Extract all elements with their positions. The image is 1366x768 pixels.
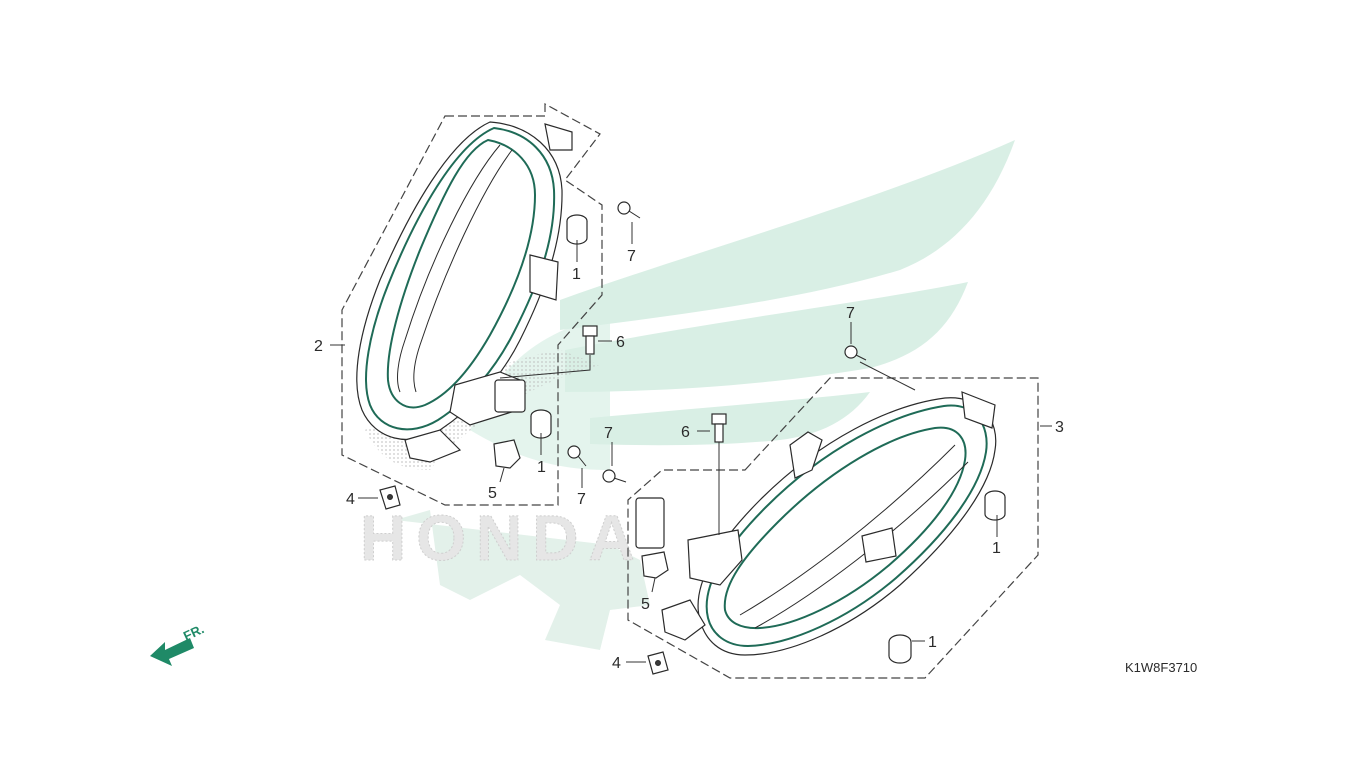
leader-lines <box>330 222 1052 663</box>
left-mid-screw <box>567 445 587 467</box>
wing-feather-3 <box>590 392 870 446</box>
callout-left-bolt: 6 <box>616 334 625 351</box>
right-lower-cap <box>888 634 912 664</box>
right-lower-foot <box>661 599 706 641</box>
callout-center-screw: 7 <box>604 425 613 442</box>
right-socket <box>641 551 669 579</box>
right-lens-inner <box>723 426 967 630</box>
right-top-clip <box>789 431 823 479</box>
front-arrow-icon <box>150 638 194 666</box>
right-nut-hole <box>655 660 661 666</box>
callout-right-socket: 5 <box>641 596 650 613</box>
drawing-code: K1W8F3710 <box>1125 660 1197 675</box>
right-lens-housing <box>697 397 997 656</box>
left-lower-cap <box>530 409 552 439</box>
right-lens-strip-2 <box>754 461 969 629</box>
callout-right-screw-top: 7 <box>846 305 855 322</box>
left-assembly-boundary <box>341 102 603 506</box>
callout-left-nut: 4 <box>346 491 355 508</box>
left-lens-strip-2 <box>413 149 513 393</box>
front-label: FR. <box>181 621 206 643</box>
right-bracket <box>687 529 743 586</box>
left-lens-inner <box>386 139 536 409</box>
callout-right-assembly: 3 <box>1055 419 1064 436</box>
gear-watermark <box>395 510 650 650</box>
left-turn-signal-assembly <box>341 102 603 506</box>
right-side-clip <box>861 527 897 563</box>
callout-left-cap-lower: 1 <box>537 459 546 476</box>
wing-base <box>470 315 610 470</box>
front-direction-indicator: FR. <box>150 621 206 666</box>
callout-left-cap-upper: 1 <box>572 266 581 283</box>
honda-wing-watermark <box>470 140 1015 470</box>
left-socket <box>493 439 521 469</box>
right-assembly-boundary <box>627 377 1039 679</box>
wing-feather-1 <box>560 140 1015 330</box>
right-turn-signal-assembly <box>627 377 1039 679</box>
wing-feather-2 <box>565 282 968 392</box>
callout-left-assembly: 2 <box>314 338 323 355</box>
left-clip <box>529 254 559 301</box>
callout-right-cap-lower: 1 <box>928 634 937 651</box>
right-mount-tab <box>961 391 996 429</box>
right-lens-outline <box>705 404 988 647</box>
right-connector <box>635 497 665 549</box>
honda-watermark-text: HONDA <box>360 502 645 574</box>
left-bolt <box>582 325 598 355</box>
center-screw <box>602 469 627 483</box>
right-top-screw <box>844 345 867 361</box>
callout-right-cap-upper: 1 <box>992 540 1001 557</box>
callout-right-bolt: 6 <box>681 424 690 441</box>
left-mount-tab <box>544 123 573 151</box>
left-top-screw <box>617 201 641 219</box>
gear-shape <box>395 510 650 650</box>
callout-left-screw-top: 7 <box>627 248 636 265</box>
callout-left-socket: 5 <box>488 485 497 502</box>
left-upper-cap <box>566 214 588 245</box>
left-lens-strip <box>397 144 501 393</box>
left-nut-hole <box>387 494 393 500</box>
left-lower-foot <box>404 429 462 463</box>
right-lens-strip <box>739 444 956 616</box>
right-upper-cap <box>984 490 1006 521</box>
left-lens-outline <box>365 127 556 431</box>
callout-right-nut: 4 <box>612 655 621 672</box>
left-connector <box>494 379 526 413</box>
callout-left-screw-mid: 7 <box>577 491 586 508</box>
